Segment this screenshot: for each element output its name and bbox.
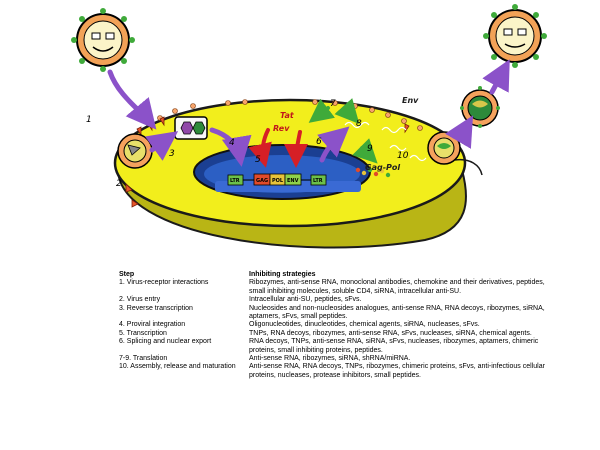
table-row: 3. Reverse transcription Nucleosides and… xyxy=(119,305,549,322)
step-number-3: 3 xyxy=(169,149,175,159)
step-number-10: 10 xyxy=(397,151,409,161)
step-number-9: 9 xyxy=(367,144,373,154)
table-header: Step Inhibiting strategies xyxy=(119,271,549,279)
strategy-cell: Anti-sense RNA, RNA decoys, TNPs, ribozy… xyxy=(249,363,545,379)
env-label: Env xyxy=(402,96,419,105)
table-row: 5. Transcription TNPs, RNA decoys, riboz… xyxy=(119,330,549,338)
strategy-cell: TNPs, RNA decoys, ribozymes, anti-sense … xyxy=(249,329,532,337)
table-row: 6. Splicing and nuclear export RNA decoy… xyxy=(119,338,549,355)
strategy-cell: Ribozymes, anti-sense RNA, monoclonal an… xyxy=(249,279,545,295)
step-cell: 7-9. Translation xyxy=(119,355,168,363)
nucleus xyxy=(193,144,371,200)
step-number-6: 6 xyxy=(316,137,322,147)
step-number-1: 1 xyxy=(86,115,92,125)
lifecycle-arrows-red xyxy=(248,128,309,168)
ltr-right-label: LTR xyxy=(313,178,323,184)
step-number-7: 7 xyxy=(330,99,336,109)
table-row: 1. Virus-receptor interactions Ribozymes… xyxy=(119,279,549,296)
budding-virus xyxy=(427,131,461,165)
step-number-2: 2 xyxy=(116,179,122,189)
step-cell: 6. Splicing and nuclear export xyxy=(119,338,212,346)
lifecycle-arrows-purple xyxy=(107,59,510,167)
strategy-cell: Intracellular anti-SU, peptides, sFvs. xyxy=(249,296,362,304)
table-row: 2. Virus entry Intracellular anti-SU, pe… xyxy=(119,296,549,304)
virus-face-icon xyxy=(483,4,547,68)
ribosome-dots xyxy=(355,167,391,178)
step-cell: 1. Virus-receptor interactions xyxy=(119,279,209,287)
lifecycle-arrows-green xyxy=(308,98,378,164)
virus-face-icon xyxy=(71,8,135,72)
provirus-dna: LTR GAG POL ENV LTR xyxy=(227,173,327,186)
tat-label: Tat xyxy=(280,111,295,120)
strategy-cell: Oligonucleotides, dinucleotides, chemica… xyxy=(249,321,480,329)
env-gene-label: ENV xyxy=(287,178,299,184)
inhibiting-strategies-table: Step Inhibiting strategies 1. Virus-rece… xyxy=(119,271,549,380)
strategy-column-header: Inhibiting strategies xyxy=(249,271,316,278)
step-number-8: 8 xyxy=(356,119,362,129)
step-cell: 4. Proviral integration xyxy=(119,321,186,329)
capsid-icon xyxy=(174,116,208,140)
table-row: 4. Proviral integration Oligonucleotides… xyxy=(119,321,549,329)
step-column-header: Step xyxy=(119,271,135,278)
pol-gene-label: POL xyxy=(272,178,284,184)
step-cell: 2. Virus entry xyxy=(119,296,161,304)
step-cell: 5. Transcription xyxy=(119,329,167,337)
rna-squiggles xyxy=(344,121,427,162)
gag-gene-label: GAG xyxy=(256,178,268,184)
step-cell: 10. Assembly, release and maturation xyxy=(119,363,236,371)
hiv-lifecycle-diagram: LTR GAG POL ENV LTR xyxy=(71,4,547,249)
table-row: 10. Assembly, release and maturation Ant… xyxy=(119,363,549,380)
virus-particle-icon xyxy=(117,133,153,169)
table-row: 7-9. Translation Anti-sense RNA, ribozym… xyxy=(119,355,549,363)
ltr-left-label: LTR xyxy=(230,178,240,184)
step-number-5: 5 xyxy=(255,155,261,165)
strategy-cell: RNA decoys, TNPs, anti-sense RNA, siRNA,… xyxy=(249,338,539,354)
strategy-cell: Nucleosides and non-nucleosides analogue… xyxy=(249,304,545,321)
rev-label: Rev xyxy=(273,124,290,133)
strategy-cell: Anti-sense RNA, ribozymes, siRNA, shRNA/… xyxy=(249,355,411,363)
step-number-4: 4 xyxy=(229,138,235,148)
step-cell: 3. Reverse transcription xyxy=(119,304,193,312)
gag-pol-label: Gag-Pol xyxy=(365,163,400,172)
